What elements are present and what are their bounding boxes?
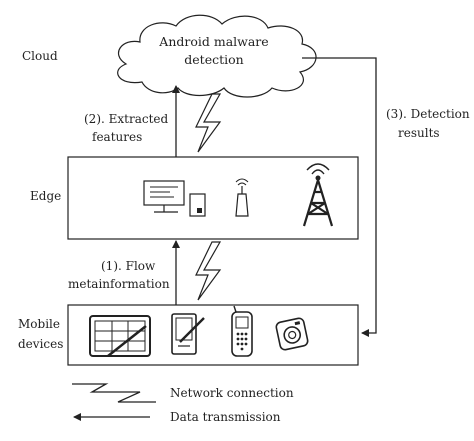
flow-metainformation-label-line2: metainformation	[68, 277, 170, 291]
extracted-features-label-line1: (2). Extracted	[84, 112, 169, 126]
cloud-node: Android malware detection	[117, 14, 317, 98]
pda-icon	[171, 313, 205, 355]
legend-network-label: Network connection	[170, 386, 294, 400]
flow-metainformation-label-line1: (1). Flow	[101, 259, 156, 273]
mobile-phone-icon	[231, 305, 253, 357]
detection-results-label-line2: results	[398, 126, 440, 140]
wifi-router-icon	[235, 178, 249, 217]
layer-label-mobile-line1: Mobile	[18, 317, 60, 331]
extracted-features-label-line2: features	[92, 130, 142, 144]
cloud-shape	[117, 14, 317, 98]
legend-network-symbol	[72, 383, 156, 403]
layer-label-mobile-line2: devices	[18, 337, 63, 351]
layer-label-edge: Edge	[30, 189, 61, 203]
detection-results-arrow	[302, 57, 377, 337]
network-connection-bolt-upper	[195, 93, 222, 153]
cloud-node-label-line2: detection	[184, 52, 243, 67]
cloud-node-label-line1: Android malware	[158, 34, 268, 49]
layer-label-cloud: Cloud	[22, 49, 58, 63]
detection-results-label-line1: (3). Detection	[386, 107, 470, 121]
mobile-layer-box	[67, 304, 359, 366]
legend-data-label: Data transmission	[170, 410, 281, 424]
edge-layer-box	[67, 156, 359, 240]
legend: Network connection Data transmission	[72, 383, 294, 424]
network-connection-bolt-lower	[195, 241, 222, 301]
cell-tower-icon	[302, 163, 334, 227]
tablet-icon	[89, 315, 151, 357]
server-icon	[143, 180, 206, 217]
camera-icon	[275, 317, 309, 351]
